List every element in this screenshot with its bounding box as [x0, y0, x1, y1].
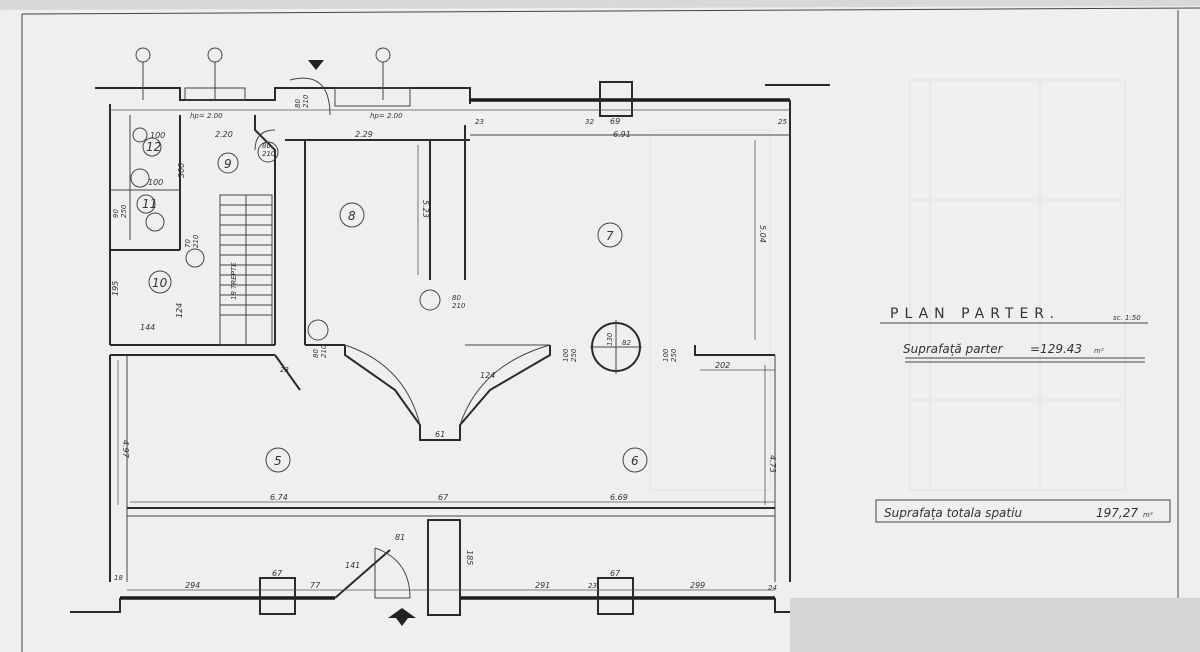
- dim-corner-5: 32: [585, 118, 594, 126]
- dim-small-3: 144: [140, 323, 155, 332]
- main-entry-arrow: [388, 608, 416, 626]
- door-label-4: 80210: [294, 94, 310, 108]
- interior-walls: [110, 81, 790, 616]
- ground-surface-label: Suprafață parter: [903, 342, 1004, 356]
- dim-small-1: 100: [148, 178, 163, 187]
- front-pillar-left: [259, 577, 296, 615]
- dim-arch-2: 124: [480, 371, 495, 380]
- dim-bottom-1: 294: [185, 581, 200, 590]
- window-label-2: hp= 2.00: [370, 112, 403, 120]
- dim-right-lower: 4.73: [768, 455, 777, 473]
- dim-small-6: 300: [177, 163, 186, 178]
- rear-entry-arrow: [308, 60, 324, 70]
- total-surface-unit: m²: [1143, 511, 1153, 519]
- dim-pillar-2: 67: [610, 569, 621, 578]
- stair: 18 TREPTE: [219, 194, 273, 346]
- room-9-label: 9: [224, 157, 232, 171]
- ground-surface-value: =129.43: [1030, 342, 1082, 356]
- door-label-5: 70210: [184, 234, 200, 248]
- door-label-8: 100250: [662, 348, 678, 362]
- dim-small-2: 100: [150, 131, 165, 140]
- door-label-3: 80210: [312, 344, 328, 358]
- dim-corner-1: 18: [114, 574, 123, 582]
- faint-grid: [649, 79, 1126, 491]
- dim-entrance-2: 185: [465, 550, 474, 565]
- room-7-label: 7: [606, 229, 614, 243]
- ground-surface-unit: m²: [1094, 347, 1104, 355]
- dimension-labels: 2.20 2.29 6.91 5.04 5.23 4.73 4.97 6.74 …: [111, 117, 787, 592]
- total-surface-label: Suprafața totala spatiu: [884, 506, 1022, 520]
- dim-small-4: 195: [111, 281, 120, 296]
- rear-pillar: [599, 81, 633, 117]
- dim-mid-right: 6.69: [610, 493, 628, 502]
- room-8-label: 8: [348, 209, 356, 223]
- dim-corner-2: 24: [768, 584, 777, 592]
- dim-small-5: 124: [175, 303, 184, 318]
- dim-left-lower: 4.97: [121, 440, 130, 459]
- plan-title: PLAN PARTER.: [890, 306, 1060, 322]
- dim-pillar-3: 69: [610, 117, 620, 126]
- room-11-label: 11: [142, 197, 157, 211]
- dim-top-3: 6.91: [613, 130, 631, 139]
- dim-arch-1: 61: [435, 430, 445, 439]
- door-label-6: 90250: [112, 204, 128, 218]
- stair-label: 18 TREPTE: [230, 262, 238, 300]
- room-5-label: 5: [274, 454, 282, 468]
- column-label-diameter: 130: [606, 332, 614, 346]
- dim-corner-6: 23: [588, 582, 597, 590]
- dim-entrance-1: 81: [395, 533, 405, 542]
- plan-scale: sc. 1:50: [1113, 314, 1141, 322]
- dim-pillar-1: 67: [272, 569, 283, 578]
- window-label-1: hp= 2.00: [190, 112, 223, 120]
- room-6-label: 6: [631, 454, 639, 468]
- round-column: 130 82: [590, 320, 642, 374]
- dim-bottom-3: 141: [345, 561, 360, 570]
- dim-room7-height: 5.04: [758, 225, 767, 243]
- column-label-inner: 82: [622, 339, 631, 347]
- dim-top-2: 2.29: [355, 130, 373, 139]
- frame-top: [21, 7, 1200, 15]
- entrance-pier: [427, 519, 461, 616]
- dimension-lines: [110, 109, 790, 591]
- dim-top-1: 2.20: [215, 130, 233, 139]
- door-label-7: 100250: [562, 348, 578, 362]
- exterior-walls: [70, 84, 830, 613]
- page-corner-shadow: [790, 598, 1200, 652]
- dim-corner-7: 23: [280, 366, 289, 374]
- title-block: PLAN PARTER. sc. 1:50 Suprafață parter =…: [875, 306, 1171, 523]
- dim-corner-3: 23: [475, 118, 484, 126]
- room-labels: 5 6 7 8 9 10 11 12: [136, 137, 648, 473]
- room-12-label: 12: [146, 140, 161, 154]
- dim-bottom-5: 299: [690, 581, 705, 590]
- front-pillar-right: [597, 577, 634, 615]
- dim-right-wall: 202: [715, 361, 730, 370]
- dim-bottom-2: 77: [310, 581, 321, 590]
- dim-mid-left: 6.74: [270, 493, 288, 502]
- dim-bottom-4: 291: [535, 581, 550, 590]
- dim-corner-4: 25: [778, 118, 787, 126]
- axis-markers: [135, 47, 416, 626]
- room-10-label: 10: [152, 276, 168, 290]
- door-swings: [130, 77, 441, 341]
- dim-room8-height: 5.23: [421, 200, 430, 218]
- dim-mid-center: 67: [438, 493, 449, 502]
- total-surface-value: 197,27: [1096, 506, 1138, 520]
- paper-top-edge: [0, 0, 1200, 10]
